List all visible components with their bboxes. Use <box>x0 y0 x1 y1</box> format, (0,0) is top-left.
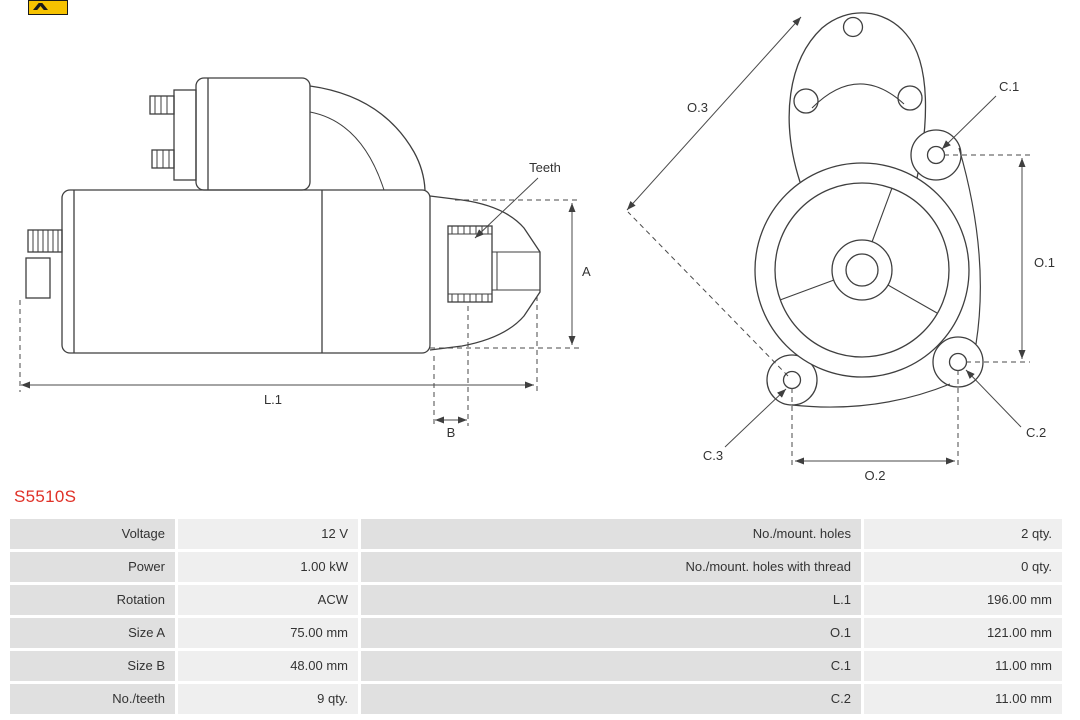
side-view-drawing <box>25 77 541 354</box>
spec-value: 1.00 kW <box>178 552 358 582</box>
spec-label: Power <box>10 552 175 582</box>
spec-value: 9 qty. <box>178 684 358 714</box>
spec-value: ACW <box>178 585 358 615</box>
spec-value: 11.00 mm <box>864 651 1062 681</box>
brand-logo <box>28 0 68 15</box>
technical-drawing: A L.1 B Teeth <box>19 12 1055 483</box>
spec-value: 121.00 mm <box>864 618 1062 648</box>
dim-label-teeth: Teeth <box>529 160 561 175</box>
dim-label-c1: C.1 <box>999 79 1019 94</box>
spec-label: No./teeth <box>10 684 175 714</box>
spec-value: 12 V <box>178 519 358 549</box>
spec-label: O.1 <box>361 618 861 648</box>
spec-value: 11.00 mm <box>864 684 1062 714</box>
dim-label-b: B <box>447 425 456 440</box>
dim-label-o1: O.1 <box>1034 255 1055 270</box>
spec-value: 196.00 mm <box>864 585 1062 615</box>
spec-label: L.1 <box>361 585 861 615</box>
spec-label: Size B <box>10 651 175 681</box>
dim-label-c3: C.3 <box>703 448 723 463</box>
spec-label: No./mount. holes with thread <box>361 552 861 582</box>
dim-label-o2: O.2 <box>865 468 886 483</box>
spec-value: 75.00 mm <box>178 618 358 648</box>
spec-value: 0 qty. <box>864 552 1062 582</box>
part-number: S5510S <box>14 487 77 506</box>
front-view-drawing <box>754 12 984 408</box>
spec-label: Rotation <box>10 585 175 615</box>
spec-label: Size A <box>10 618 175 648</box>
dim-label-o3: O.3 <box>687 100 708 115</box>
spec-label: C.2 <box>361 684 861 714</box>
spec-value: 2 qty. <box>864 519 1062 549</box>
dim-label-c2: C.2 <box>1026 425 1046 440</box>
spec-label: No./mount. holes <box>361 519 861 549</box>
front-view-dimensions: O.1 O.2 O.3 C.1 C.3 C.2 <box>626 16 1055 483</box>
dim-label-l1: L.1 <box>264 392 282 407</box>
spec-table: Voltage 12 V No./mount. holes 2 qty. Pow… <box>10 519 1062 714</box>
side-view-dimensions: A L.1 B Teeth <box>19 160 591 440</box>
spec-label: C.1 <box>361 651 861 681</box>
spec-label: Voltage <box>10 519 175 549</box>
dim-label-a: A <box>582 264 591 279</box>
spec-value: 48.00 mm <box>178 651 358 681</box>
